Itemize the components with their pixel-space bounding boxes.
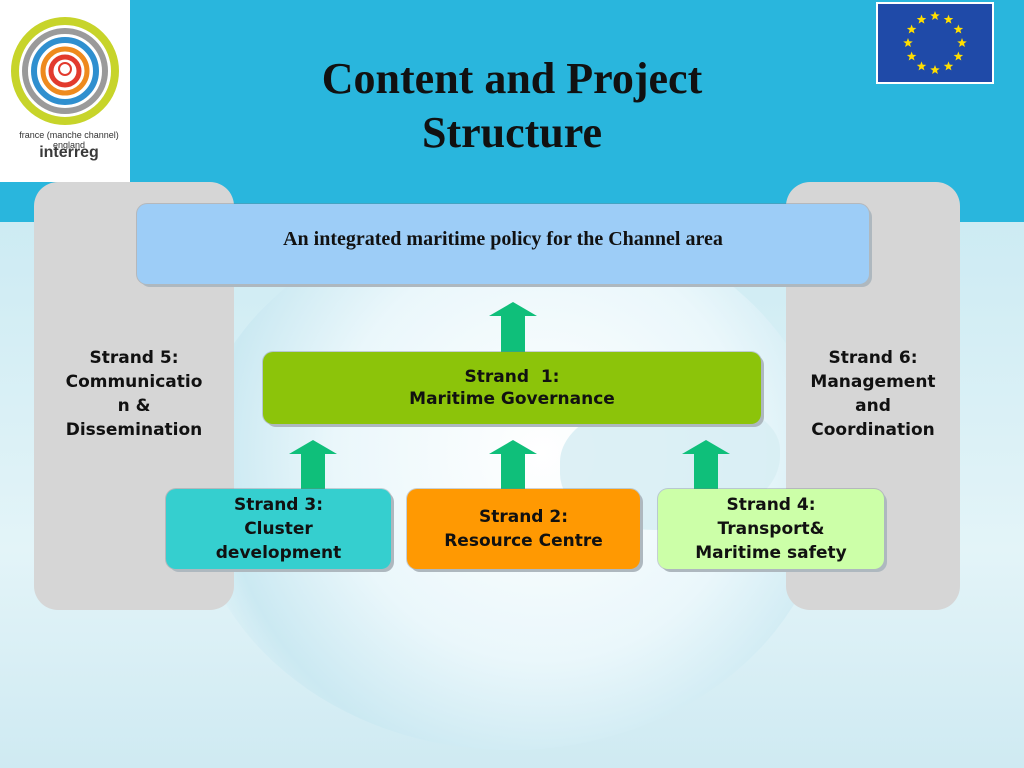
strand-5-line-4: Dissemination [65,420,203,440]
eu-star-icon [903,38,913,48]
interreg-logo: france (manche channel) england interreg [0,0,130,182]
strand-3-box: Strand 3: Cluster development [166,489,391,569]
eu-star-icon [916,14,927,24]
strand-5-label: Strand 5: Communicatio n & Dissemination [44,346,224,442]
integrated-policy-text: An integrated maritime policy for the Ch… [283,228,723,250]
eu-star-icon [953,24,964,34]
title-line-2: Structure [421,108,603,157]
strand-6-line-2: Management [810,372,936,392]
strand-4-box: Strand 4: Transport& Maritime safety [658,489,884,569]
title-line-1: Content and Project [321,54,703,103]
strand-6-line-4: Coordination [811,420,935,440]
eu-star-icon [943,61,954,71]
eu-star-icon [906,51,917,61]
strand-5-line-1: Strand 5: [89,348,179,368]
strand-6-line-3: and [855,396,891,416]
strand-2-box: Strand 2: Resource Centre [407,489,640,569]
arrow-up-icon [489,440,537,490]
logo-main-text: interreg [39,144,99,161]
eu-star-icon [953,51,964,61]
strand-1-box: Strand 1: Maritime Governance [263,352,761,424]
strand-4-line-1: Strand 4: [726,495,816,515]
interreg-logo-icon [11,17,119,125]
eu-star-icon [906,24,917,34]
eu-star-icon [943,14,954,24]
strand-6-label: Strand 6: Management and Coordination [792,346,954,442]
arrow-up-icon [289,440,337,490]
strand-2-line-1: Strand 2: [478,507,569,527]
eu-stars [903,11,967,75]
eu-star-icon [957,38,967,48]
strand-5-line-2: Communicatio [65,372,203,392]
eu-star-icon [916,61,927,71]
arrow-up-icon [682,440,730,490]
strand-4-line-3: Maritime safety [695,543,847,563]
page-title: Content and Project Structure [220,52,804,160]
eu-flag-icon [876,2,994,84]
eu-star-icon [930,65,940,75]
strand-3-line-2: Cluster [244,519,313,539]
strand-4-line-2: Transport& [717,519,825,539]
eu-star-icon [930,11,940,21]
strand-1-line-1: Strand 1: [464,367,560,387]
strand-6-line-1: Strand 6: [828,348,918,368]
strand-1-line-2: Maritime Governance [409,389,615,409]
strand-2-line-2: Resource Centre [444,531,603,551]
arrow-up-icon [489,302,537,352]
strand-3-line-3: development [215,543,342,563]
logo-small-text: france (manche channel) england [19,130,119,150]
strand-3-line-1: Strand 3: [233,495,324,515]
integrated-policy-box: An integrated maritime policy for the Ch… [137,204,869,284]
strand-5-line-3: n & [117,396,151,416]
